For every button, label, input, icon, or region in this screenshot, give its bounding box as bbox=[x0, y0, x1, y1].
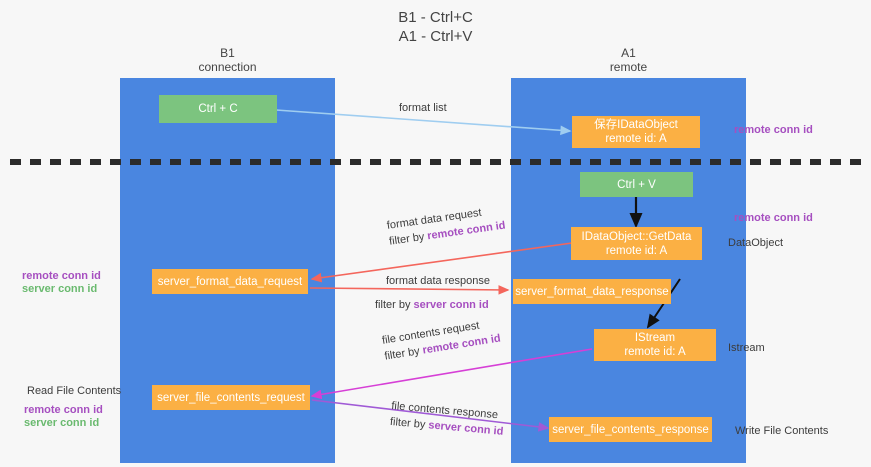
box-ctrl-c[interactable]: Ctrl + C bbox=[159, 95, 277, 123]
box-server-format-data-request-label: server_format_data_request bbox=[157, 275, 303, 288]
label-format-data-response-filter: filter by server conn id bbox=[375, 298, 489, 312]
page-title: B1 - Ctrl+C A1 - Ctrl+V bbox=[0, 8, 871, 46]
box-server-format-data-response-label: server_format_data_response bbox=[515, 285, 669, 298]
box-getdata-line2: remote id: A bbox=[605, 244, 668, 257]
box-ctrl-c-label: Ctrl + C bbox=[198, 103, 238, 115]
column-a1-name: A1 bbox=[621, 46, 636, 60]
column-b1-name: B1 bbox=[220, 46, 235, 60]
column-b1-role: connection bbox=[198, 60, 257, 74]
box-server-file-contents-request[interactable]: server_file_contents_request bbox=[152, 385, 310, 410]
title-line-2: A1 - Ctrl+V bbox=[398, 28, 473, 45]
box-istream-line2: remote id: A bbox=[624, 346, 686, 358]
box-ctrl-v-label: Ctrl + V bbox=[617, 178, 656, 191]
box-save-dataobject-line2: remote id: A bbox=[605, 133, 667, 145]
left-label-server-conn-id-2: server conn id bbox=[24, 417, 100, 429]
box-save-dataobject[interactable]: 保存IDataObject remote id: A bbox=[572, 116, 700, 148]
right-label-istream: Istream bbox=[728, 342, 765, 354]
right-label-remote-conn-id-top: remote conn id bbox=[734, 124, 813, 136]
label-filter-prefix-4: filter by bbox=[389, 415, 429, 432]
label-format-list: format list bbox=[399, 102, 447, 114]
label-format-data-response: format data response bbox=[386, 275, 490, 287]
title-line-1: B1 - Ctrl+C bbox=[398, 9, 473, 26]
label-filter-prefix-1: filter by bbox=[388, 230, 429, 248]
box-istream-line1: IStream bbox=[634, 332, 676, 344]
label-filter-key-server-conn-id-2: server conn id bbox=[427, 419, 504, 438]
column-header-a1: A1 remote bbox=[511, 46, 746, 74]
left-label-read-file-contents: Read File Contents bbox=[27, 385, 122, 397]
box-server-file-contents-response[interactable]: server_file_contents_response bbox=[549, 417, 712, 442]
column-header-b1: B1 connection bbox=[120, 46, 335, 74]
label-filter-key-server-conn-id-1: server conn id bbox=[413, 299, 489, 311]
box-idataobject-getdata[interactable]: IDataObject::GetData remote id: A bbox=[571, 227, 702, 260]
left-label-remote-conn-id: remote conn id bbox=[22, 270, 101, 282]
box-getdata-line1: IDataObject::GetData bbox=[581, 230, 692, 243]
label-file-contents-response-group: file contents response filter by server … bbox=[389, 399, 505, 439]
left-label-remote-conn-id-2: remote conn id bbox=[24, 404, 103, 416]
left-label-server-conn-id: server conn id bbox=[22, 283, 98, 295]
box-save-dataobject-line1: 保存IDataObject bbox=[594, 119, 678, 131]
right-label-write-file-contents: Write File Contents bbox=[735, 425, 829, 437]
label-file-contents-request-group: file contents request filter by remote c… bbox=[381, 316, 502, 364]
right-label-remote-conn-id-mid: remote conn id bbox=[734, 212, 813, 224]
box-server-file-contents-response-label: server_file_contents_response bbox=[552, 423, 709, 436]
label-format-data-request-group: format data request filter by remote con… bbox=[386, 203, 506, 249]
arrow-format-data-response bbox=[309, 285, 510, 295]
box-server-format-data-response[interactable]: server_format_data_response bbox=[513, 279, 671, 304]
box-istream[interactable]: IStream remote id: A bbox=[594, 329, 716, 361]
label-filter-prefix-3: filter by bbox=[383, 344, 424, 363]
column-a1-role: remote bbox=[609, 60, 648, 74]
box-ctrl-v[interactable]: Ctrl + V bbox=[580, 172, 693, 197]
box-server-file-contents-request-label: server_file_contents_request bbox=[157, 391, 305, 404]
right-label-dataobject: DataObject bbox=[728, 237, 784, 249]
box-server-format-data-request[interactable]: server_format_data_request bbox=[152, 269, 308, 294]
label-filter-prefix-2: filter by bbox=[375, 299, 414, 311]
